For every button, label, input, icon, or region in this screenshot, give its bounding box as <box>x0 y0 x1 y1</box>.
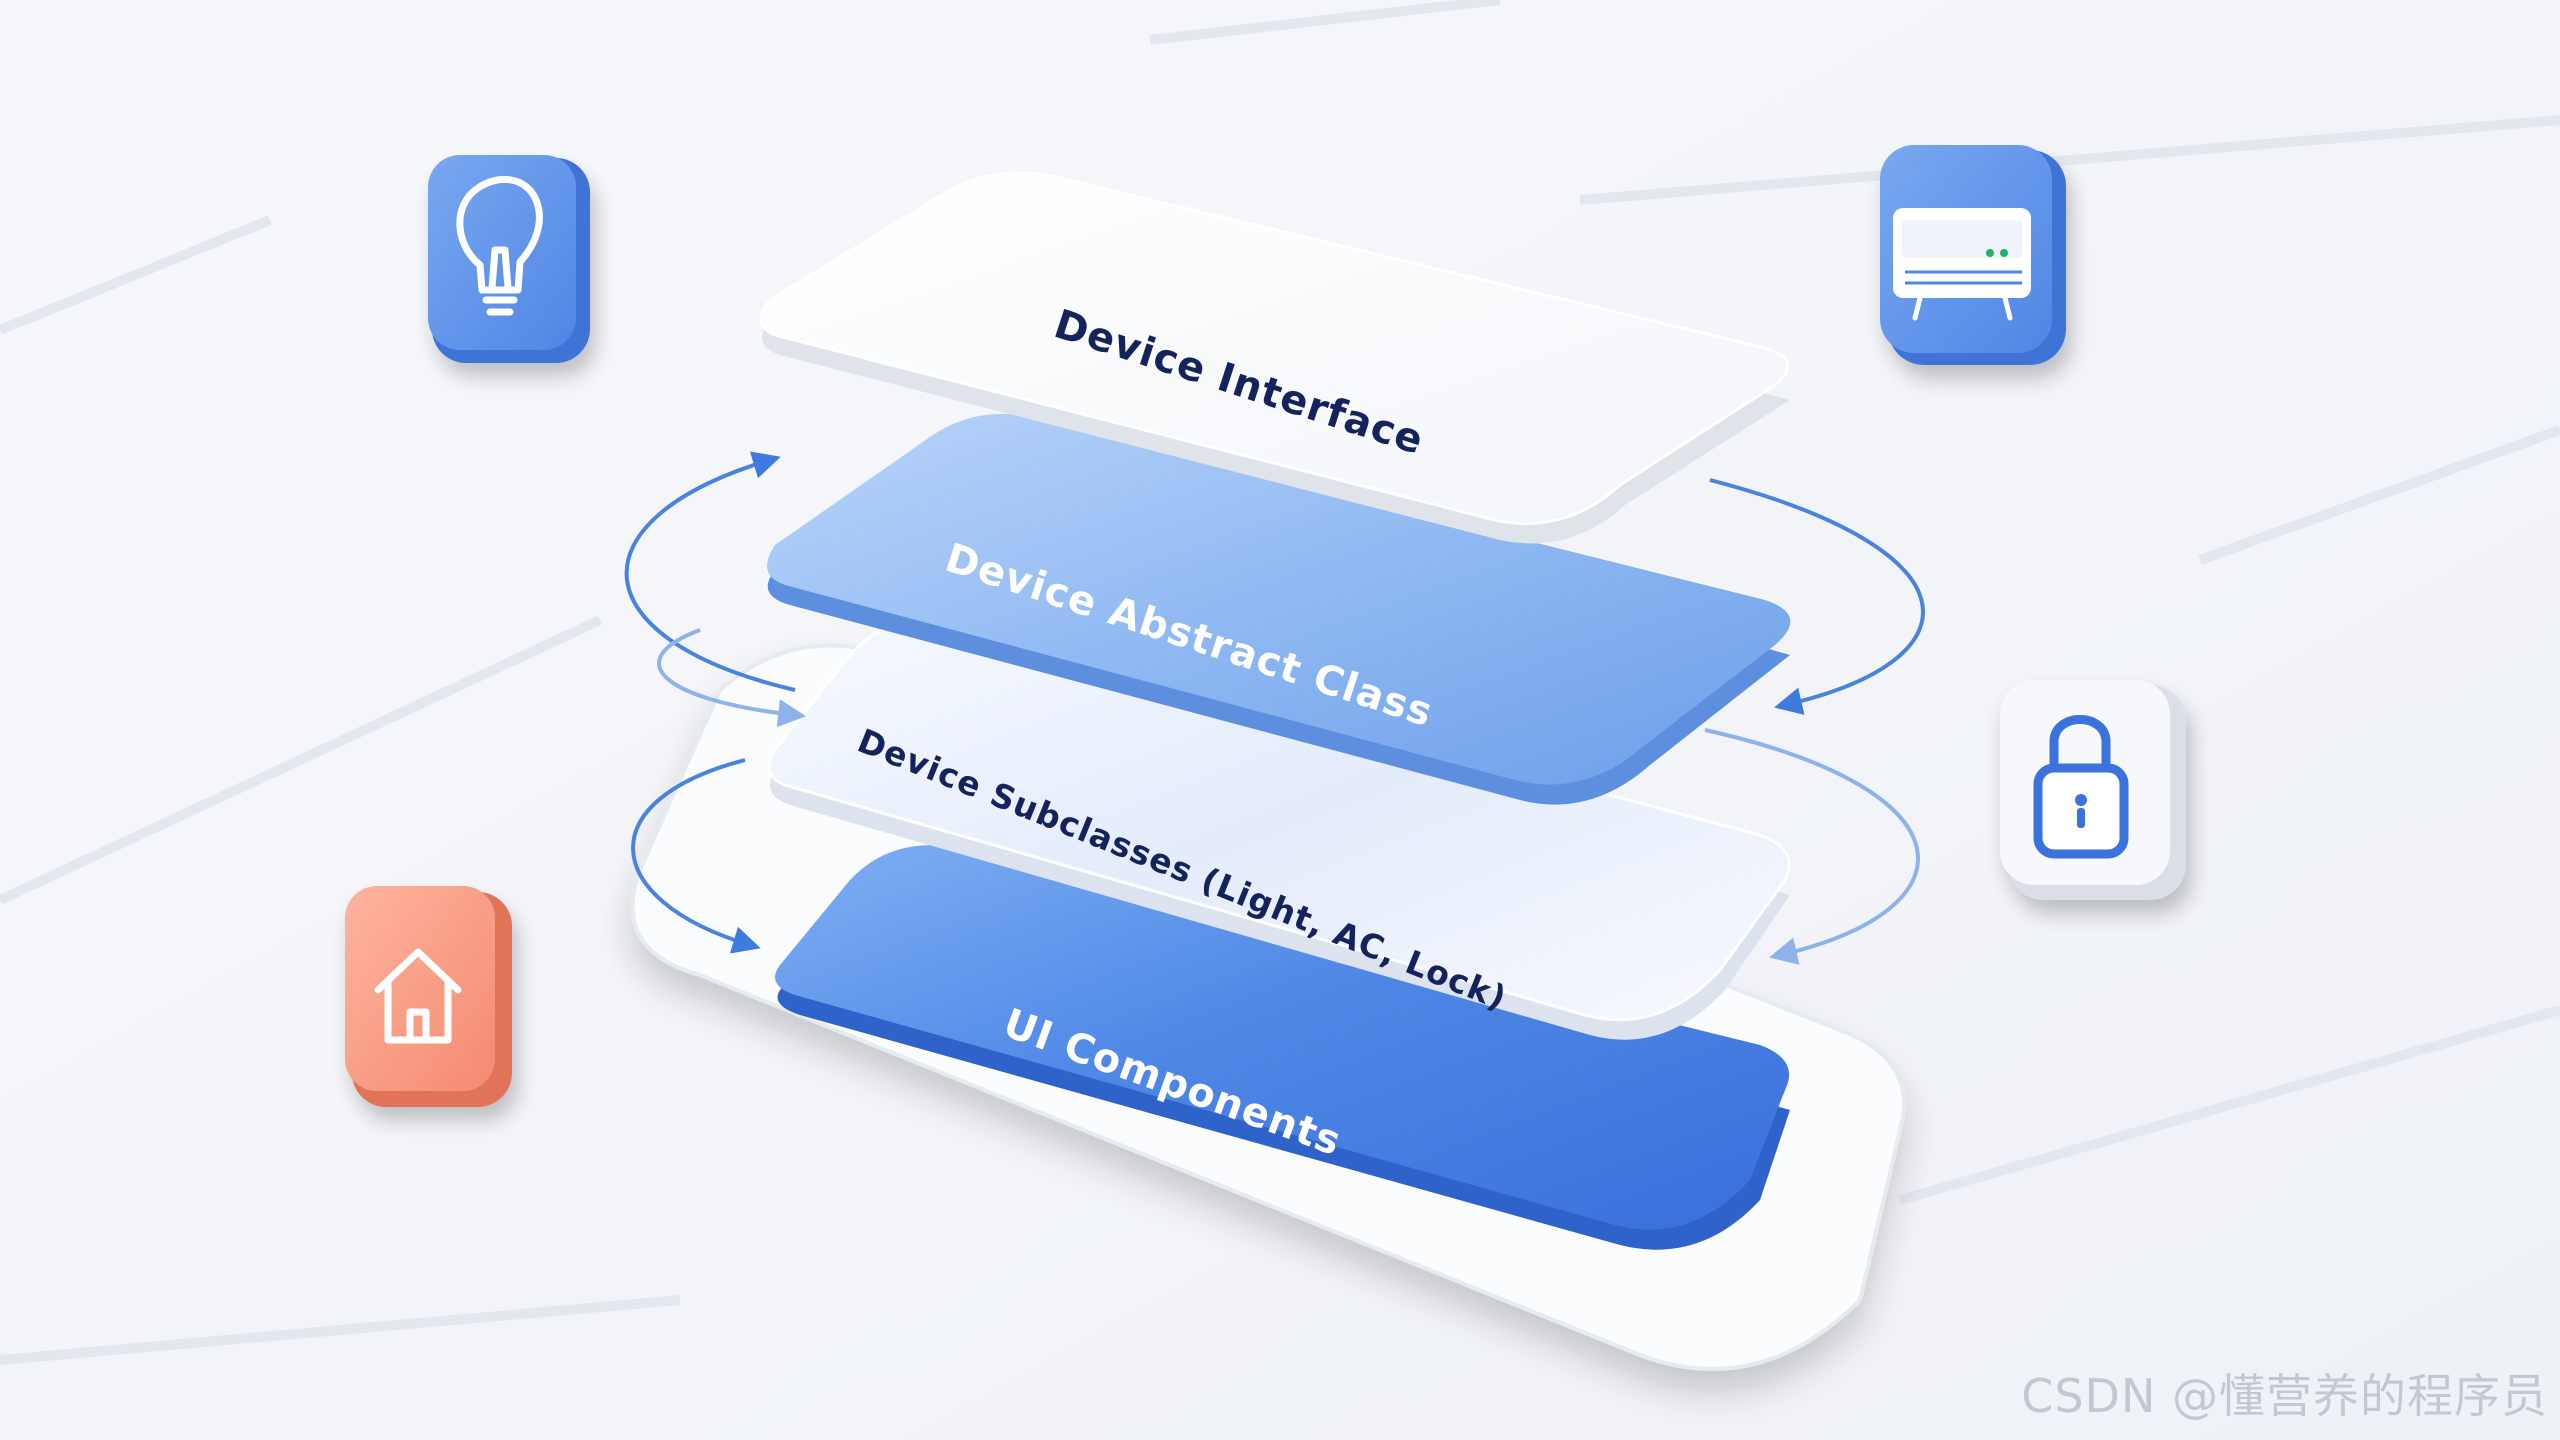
arrow-left-upper-down <box>657 628 807 728</box>
layer-device-interface <box>759 171 1790 544</box>
layer-device-subclasses <box>767 617 1791 1040</box>
background-tiles <box>0 0 2560 1365</box>
arrow-left-lower-down <box>631 758 761 954</box>
arrow-left-upper-up <box>624 451 796 692</box>
arrow-right-lower-down <box>1704 728 1920 965</box>
watermark: CSDN @懂营养的程序员 <box>2021 1369 2548 1423</box>
air-conditioner-icon <box>1880 145 2066 365</box>
lock-icon <box>2000 680 2186 900</box>
arrow-right-upper-down <box>1709 478 1925 715</box>
layer-device-abstract-class <box>767 413 1791 805</box>
home-icon <box>345 886 512 1107</box>
lightbulb-icon <box>428 155 590 363</box>
flow-arrows <box>624 451 1925 965</box>
layer-ui-components <box>775 845 1790 1250</box>
